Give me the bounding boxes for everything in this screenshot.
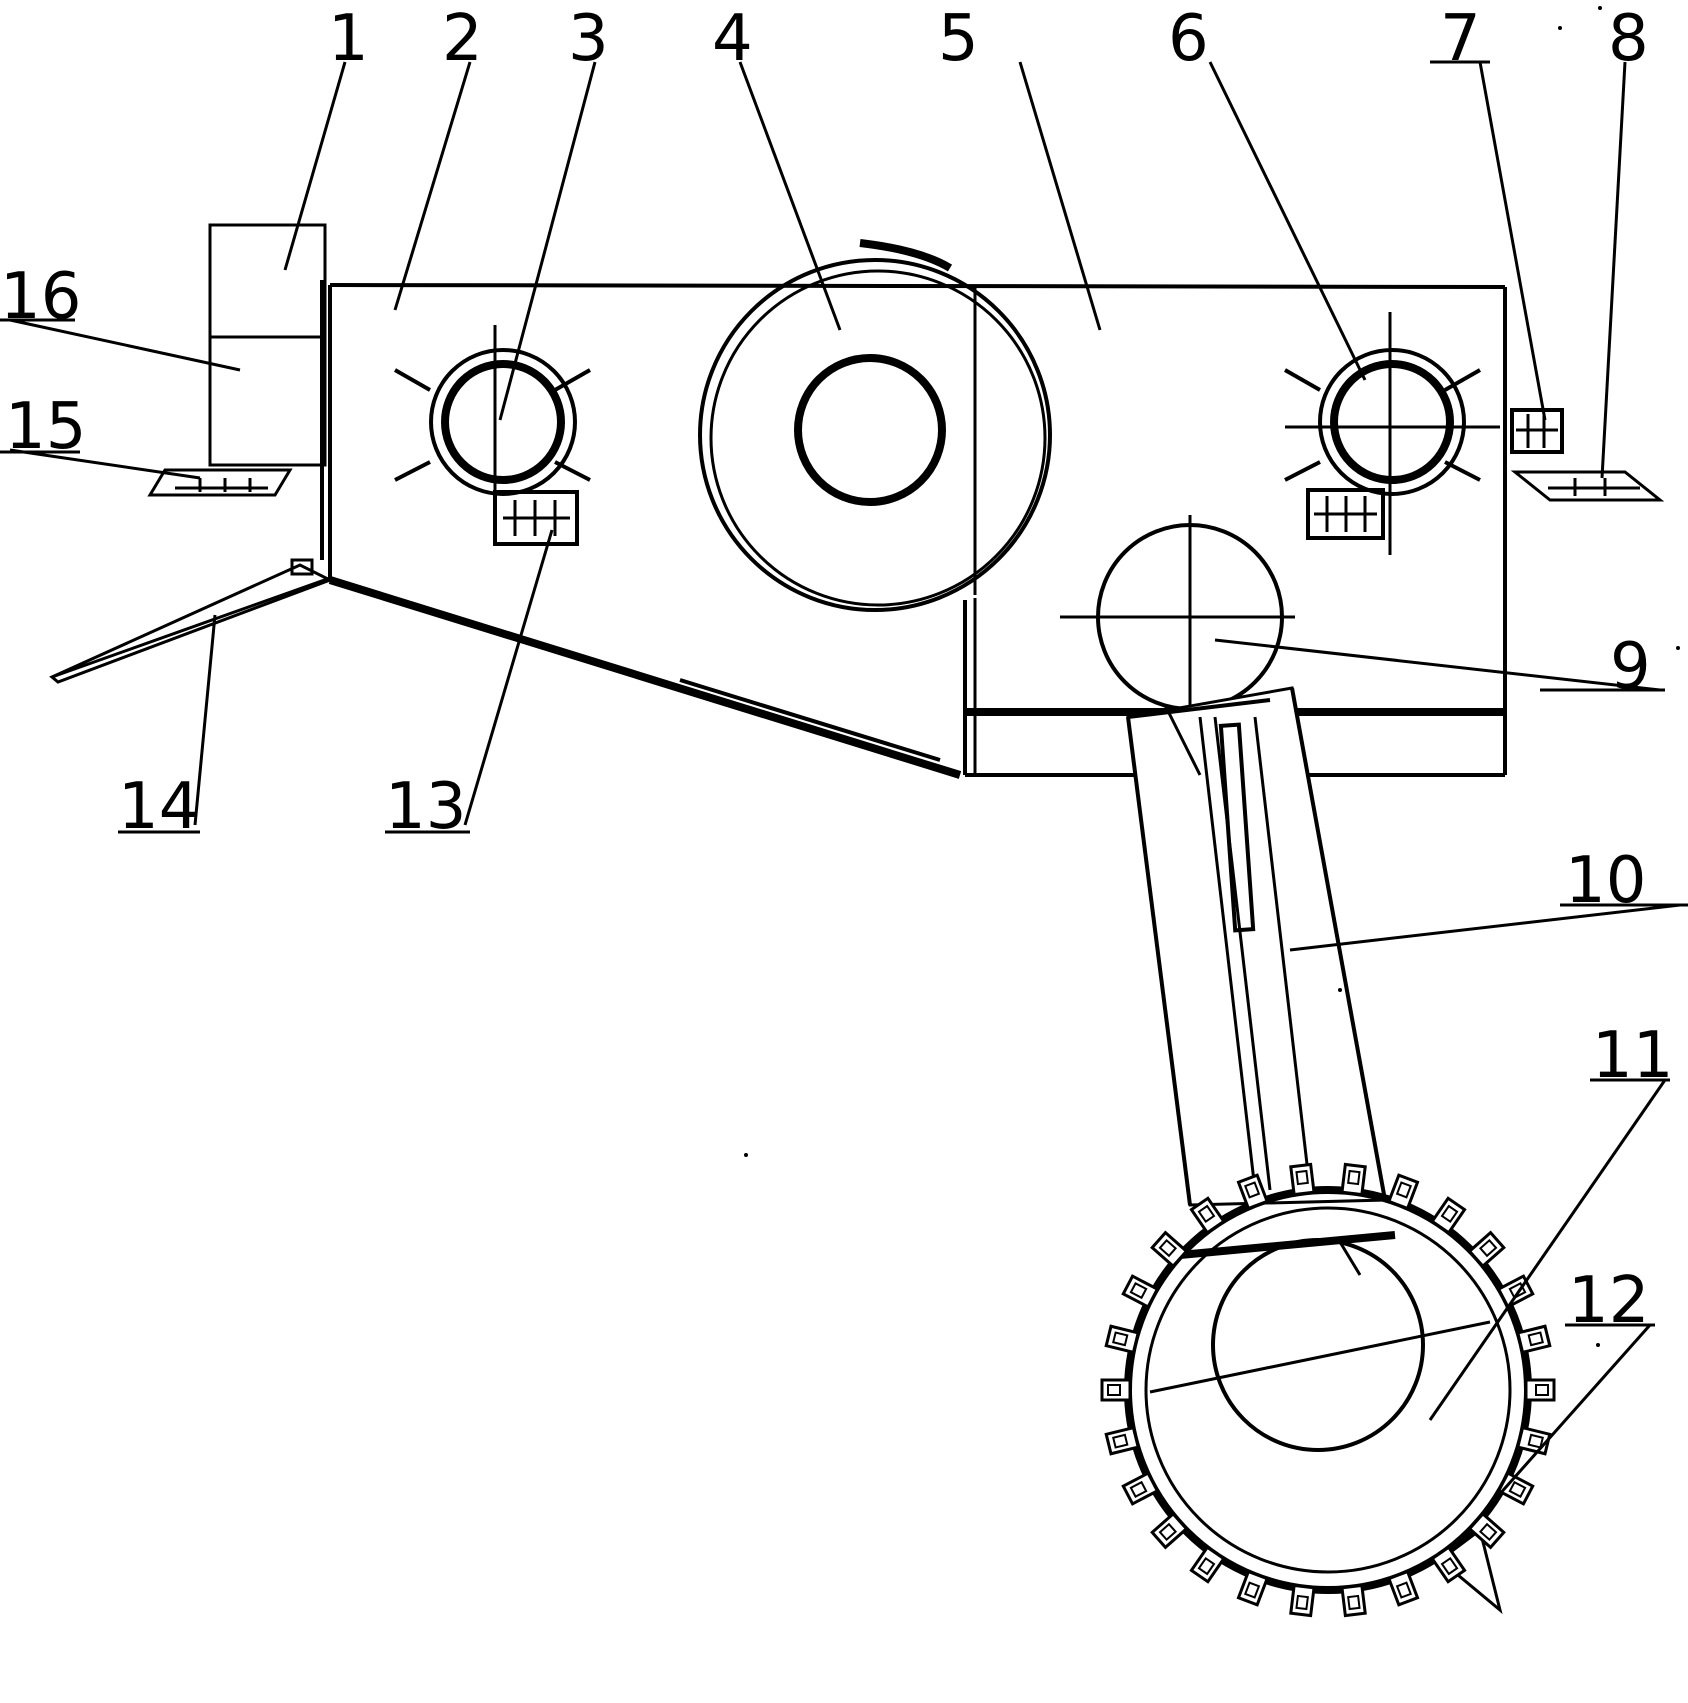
label-15: 15 xyxy=(5,390,86,464)
cutter-tooth-insert xyxy=(1347,1594,1361,1611)
component-7-grid-block xyxy=(1510,408,1564,454)
cutter-tooth-insert xyxy=(1347,1169,1361,1186)
cutter-tooth-insert xyxy=(1129,1282,1148,1300)
label-7: 7 xyxy=(1440,2,1481,76)
cutter-tooth-insert xyxy=(1527,1331,1544,1347)
label-12: 12 xyxy=(1568,1264,1649,1338)
label-16: 16 xyxy=(0,260,81,334)
cutter-tooth xyxy=(1386,1173,1420,1211)
cutter-tooth xyxy=(1189,1196,1226,1235)
label-4: 4 xyxy=(712,2,753,76)
component-1-16-box xyxy=(208,223,327,560)
cutter-tooth-insert xyxy=(1129,1480,1148,1498)
cutter-tooth xyxy=(1516,1324,1552,1355)
label-5: 5 xyxy=(938,2,979,76)
cutter-tooth xyxy=(1496,1471,1535,1506)
label-3: 3 xyxy=(568,2,609,76)
cutter-tooth-insert xyxy=(1197,1204,1216,1224)
cutter-tooth-insert xyxy=(1478,1522,1498,1542)
leader-lines xyxy=(0,60,1688,1551)
cutter-tooth xyxy=(1121,1471,1160,1506)
label-11: 11 xyxy=(1592,1019,1673,1093)
cutter-tooth xyxy=(1467,1511,1506,1550)
cutter-tooth-insert xyxy=(1243,1581,1261,1599)
label-13: 13 xyxy=(385,770,466,844)
cutter-tooth xyxy=(1236,1569,1270,1607)
cutter-tooth-insert xyxy=(1527,1433,1544,1449)
cutter-teeth xyxy=(1100,1162,1556,1618)
cutter-tooth-insert xyxy=(1158,1238,1178,1258)
cutter-tooth xyxy=(1100,1378,1132,1402)
label-14: 14 xyxy=(118,770,199,844)
component-8-foot-pad xyxy=(1510,470,1665,502)
cutter-tooth xyxy=(1150,1230,1189,1269)
callout-labels: 1 2 3 4 5 6 7 8 9 10 11 12 13 14 15 16 xyxy=(0,2,1673,1338)
cutter-tooth-insert xyxy=(1295,1594,1309,1611)
label-6: 6 xyxy=(1168,2,1209,76)
cutter-tooth-insert xyxy=(1395,1581,1413,1599)
cutter-tooth-insert xyxy=(1440,1556,1459,1576)
cutter-tooth-insert xyxy=(1107,1384,1121,1396)
component-3-wheel xyxy=(394,325,591,525)
cutter-tooth-insert xyxy=(1158,1522,1178,1542)
label-8: 8 xyxy=(1608,2,1649,76)
cutter-tooth xyxy=(1289,1162,1316,1197)
scan-specks xyxy=(744,6,1680,1347)
cutter-tooth xyxy=(1236,1173,1270,1211)
component-4-drum xyxy=(698,239,1052,612)
component-10-boom xyxy=(1126,686,1387,1207)
cutter-tooth xyxy=(1121,1274,1160,1309)
main-body-outline xyxy=(328,283,1507,779)
cutter-tooth xyxy=(1430,1545,1467,1584)
cutter-tooth-insert xyxy=(1440,1204,1459,1224)
cutter-tooth-insert xyxy=(1197,1556,1216,1576)
right-grid-block xyxy=(1306,488,1385,540)
cutter-tooth-insert xyxy=(1395,1181,1413,1199)
cutter-tooth-insert xyxy=(1112,1331,1129,1347)
cutter-tooth xyxy=(1340,1583,1367,1618)
cutter-tooth-insert xyxy=(1295,1169,1309,1186)
cutter-tooth-insert xyxy=(1243,1181,1261,1199)
cutter-tooth xyxy=(1150,1511,1189,1550)
label-2: 2 xyxy=(442,2,483,76)
cutter-tooth xyxy=(1467,1230,1506,1269)
label-10: 10 xyxy=(1565,844,1646,918)
cutter-tooth xyxy=(1289,1583,1316,1618)
cutter-tooth xyxy=(1104,1425,1140,1456)
component-6-wheel xyxy=(1284,312,1500,555)
label-9: 9 xyxy=(1610,630,1651,704)
cutter-tooth xyxy=(1189,1545,1226,1584)
cutter-tooth xyxy=(1430,1196,1467,1235)
cutter-tooth-insert xyxy=(1535,1384,1549,1396)
cutter-tooth xyxy=(1524,1378,1556,1402)
cutter-tooth-insert xyxy=(1508,1480,1527,1498)
component-13-grid-block xyxy=(493,490,579,546)
cutter-tooth xyxy=(1340,1162,1367,1197)
component-14-arm xyxy=(49,558,334,684)
cutter-tooth xyxy=(1386,1569,1420,1607)
cutter-tooth-insert xyxy=(1112,1433,1129,1449)
cutter-tooth xyxy=(1104,1324,1140,1355)
component-11-12-cutter-drum xyxy=(1124,1186,1532,1615)
cutter-tooth-insert xyxy=(1478,1238,1498,1258)
label-1: 1 xyxy=(328,2,369,76)
